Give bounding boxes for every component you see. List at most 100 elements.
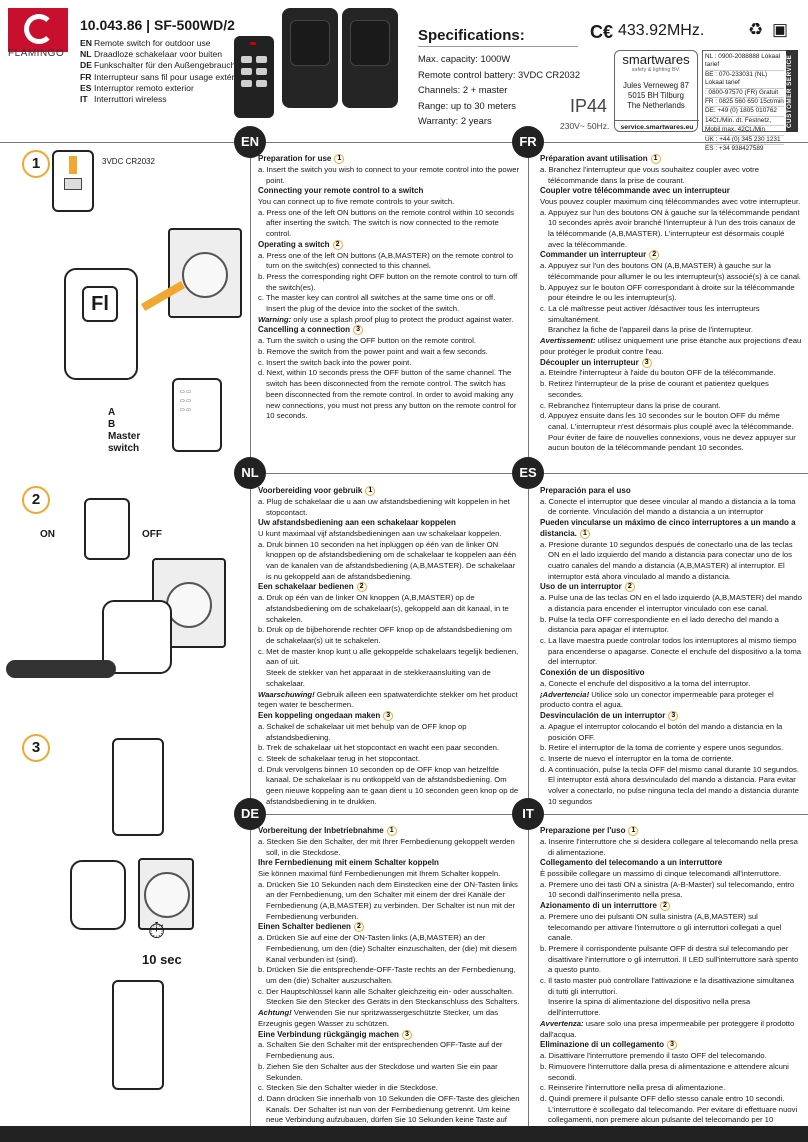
paragraph: Vous pouvez coupler maximum cinq télécom…	[540, 196, 801, 206]
instruction-step: c. Stecken Sie den Schalter wieder in di…	[258, 1083, 438, 1093]
heading-text: Azionamento di un interruttore	[540, 901, 657, 911]
instruction-step: c. Steek de schakelaar terug in het stop…	[258, 753, 420, 763]
step-number-badge: 3	[383, 710, 394, 721]
warning-label: ¡Advertencia!	[540, 689, 590, 699]
wall-socket-image	[138, 858, 194, 930]
instruction-step: a. Press one of the left ON buttons (A,B…	[258, 250, 514, 271]
voltage-rating: 230V~ 50Hz.	[560, 121, 610, 131]
section-heading: Uw afstandsbediening aan een schakelaar …	[258, 518, 520, 529]
instruction-step: a. Branchez l'interrupteur que vous souh…	[540, 164, 759, 185]
weee-bin-icon: ♻	[748, 20, 764, 39]
warning-body: Verwenden Sie nur spritzwassergeschützte…	[258, 1008, 499, 1028]
instruction-step: a. Appuyez sur l'un des boutons ON à gau…	[540, 207, 800, 249]
heading-text: Uso de un interruptor	[540, 582, 622, 592]
heading-text: Voorbereiding voor gebruik	[258, 486, 363, 496]
badge-nl: NL	[234, 457, 266, 489]
heading-text: Commander un interrupteur	[540, 250, 647, 260]
instruction-step: a. Stecken Sie den Schalter, der mit Ihr…	[258, 836, 515, 857]
instruction-note: Insert the plug of the device into the s…	[266, 304, 460, 314]
warning-label: Avvertenza:	[540, 1018, 584, 1028]
label-master: Master	[108, 431, 141, 442]
heading-text: Collegamento del telecomando a un interr…	[540, 858, 723, 868]
warning-text: Avertissement: utilisez uniquement une p…	[540, 336, 802, 357]
instruction-step: b. Retire el interruptor de la toma de c…	[540, 743, 784, 753]
indoor-symbol-icon: ▣	[772, 20, 789, 39]
heading-text: Uw afstandsbediening aan een schakelaar …	[258, 518, 456, 528]
label-a: A	[108, 407, 116, 418]
model-number: 10.043.86 | SF-500WD/2	[80, 17, 235, 33]
heading-text: Pueden vincularse un máximo de cinco int…	[540, 518, 796, 538]
warning-body: only use a splash proof plug to protect …	[291, 314, 514, 324]
arrow-up-icon	[69, 156, 77, 174]
step-number-badge: 2	[624, 582, 635, 593]
heading-text: Connecting your remote control to a swit…	[258, 186, 424, 196]
instruction-step: a. Premere uno dei pulsanti ON sulla sin…	[540, 911, 782, 943]
smartwares-box: smartwares safety & lighting BV. Jules V…	[614, 50, 699, 132]
instruction-step: a. Inserire l'interruttore che si deside…	[540, 836, 798, 857]
instruction-step: c. Il tasto master può controllare l'att…	[540, 976, 795, 996]
instruction-note: Inserire la spina di alimentazione del d…	[548, 997, 751, 1018]
warning-body: Gebruik alleen een spatwaterdichte stekk…	[258, 689, 518, 710]
step-number-badge: 1	[579, 528, 590, 539]
badge-it: IT	[512, 798, 544, 830]
brand-name: FLAMINGO	[8, 48, 65, 59]
heading-text: Vorbereitung der Inbetriebnahme	[258, 826, 384, 836]
instruction-step: b. Appuyez sur le bouton OFF corresponda…	[540, 282, 795, 303]
instruction-step: a. Plug de schakelaar die u aan uw afsta…	[258, 496, 510, 517]
warning-text: Waarschuwing! Gebruik alleen een spatwat…	[258, 690, 520, 711]
flamingo-logo-mark	[24, 14, 54, 44]
switch-image	[102, 600, 172, 674]
plug-cable-image	[6, 660, 116, 678]
heading-text: Operating a switch	[258, 239, 330, 249]
battery-label: 3VDC CR2032	[102, 157, 155, 166]
switch-logo-icon: Fl	[82, 286, 118, 322]
heading-text: Ihre Fernbedienung mit einem Schalter ko…	[258, 858, 439, 868]
instruction-step: c. Insert the switch back into the power…	[258, 357, 412, 367]
instruction-note: Branchez la fiche de l'appareil dans la …	[548, 325, 754, 335]
service-url[interactable]: service.smartwares.eu	[615, 120, 699, 132]
instruction-step: c. La clé maîtresse peut activer /désact…	[540, 304, 760, 324]
step-number-badge: 1	[365, 486, 376, 496]
instruction-step: a. Appuyez sur l'un des boutons ON (A,B,…	[540, 261, 801, 281]
instruction-step: d. Next, within 10 seconds press the OFF…	[258, 368, 517, 421]
badge-en: EN	[234, 126, 266, 158]
paragraph: Sie können maximal fünf Fernbedienungen …	[258, 868, 501, 878]
remote-image	[172, 378, 222, 452]
timer-label: 10 sec	[142, 952, 182, 967]
battery-icon	[64, 178, 82, 190]
instruction-step: a. Turn the switch o using the OFF butto…	[258, 336, 476, 346]
customer-service-label: CUSTOMER SERVICE	[786, 50, 798, 132]
step-3-badge: 3	[22, 734, 50, 762]
paragraph: You can connect up to five remote contro…	[258, 196, 455, 206]
instruction-step: a. Conecte el interruptor que desee vinc…	[540, 496, 796, 517]
step-number-badge: 3	[668, 710, 679, 721]
instruction-step: a. Pulse una de las teclas ON en el lado…	[540, 593, 802, 613]
badge-de: DE	[234, 798, 266, 830]
step-number-badge: 3	[641, 357, 652, 368]
remote-image	[112, 738, 164, 836]
instruction-step: b. Press the corresponding right OFF but…	[258, 271, 518, 292]
divider	[250, 142, 251, 1126]
warning-text: ¡Advertencia! Utilice solo un conector i…	[540, 690, 802, 711]
instruction-step: a. Druk binnen 10 seconden na het inplug…	[258, 539, 517, 581]
warning-label: Waarschuwing!	[258, 689, 315, 699]
warning-text: Avvertenza: usare solo una presa imperme…	[540, 1019, 802, 1040]
step-number-badge: 1	[386, 826, 397, 836]
instruction-step: a. Drücken Sie 10 Sekunden nach dem Eins…	[258, 879, 518, 921]
heading-text: Eine Verbindung rückgängig machen	[258, 1029, 399, 1039]
step-number-badge: 2	[332, 239, 343, 250]
warning-label: Achtung!	[258, 1008, 292, 1018]
heading-text: Préparation avant utilisation	[540, 154, 648, 164]
